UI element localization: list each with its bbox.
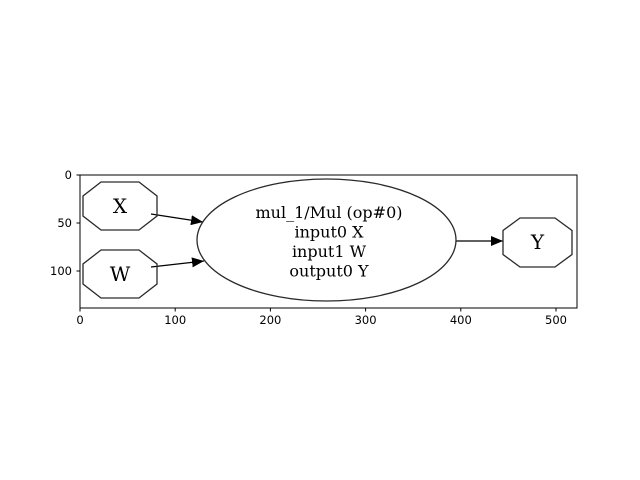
x-tick-label: 200 xyxy=(259,313,281,327)
op-node-title: mul_1/Mul (op#0) xyxy=(256,203,403,222)
node-w-label: W xyxy=(110,262,131,286)
op-node-input0: input0 X xyxy=(294,223,364,242)
node-w-octagon xyxy=(82,249,158,299)
node-x-octagon xyxy=(82,181,158,231)
x-tick-label: 100 xyxy=(164,313,186,327)
node-x-label: X xyxy=(113,194,128,218)
node-w: W xyxy=(82,249,158,299)
graph-edges xyxy=(150,213,503,268)
y-tick-label: 100 xyxy=(50,264,72,278)
x-axis-ticks xyxy=(79,308,557,312)
y-tick-label: 0 xyxy=(65,168,72,182)
x-tick-label: 300 xyxy=(355,313,377,327)
op-node-input1: input1 W xyxy=(292,242,367,261)
node-y: Y xyxy=(502,217,573,268)
op-node-output0: output0 Y xyxy=(289,262,369,281)
x-tick-label: 0 xyxy=(76,313,83,327)
y-axis-tick-labels: 0 50 100 xyxy=(50,168,72,278)
node-y-octagon xyxy=(502,217,573,268)
node-x: X xyxy=(82,181,158,231)
y-tick-label: 50 xyxy=(57,216,72,230)
node-y-label: Y xyxy=(530,230,545,254)
axes-frame xyxy=(79,174,578,309)
node-op: mul_1/Mul (op#0) input0 X input1 W outpu… xyxy=(196,178,457,302)
edge-w-to-op xyxy=(150,257,205,268)
x-axis-tick-labels: 0 100 200 300 400 500 xyxy=(76,313,567,327)
x-tick-label: 400 xyxy=(450,313,472,327)
x-tick-label: 500 xyxy=(545,313,567,327)
op-node-ellipse xyxy=(196,178,457,302)
edge-x-to-op xyxy=(150,213,204,226)
y-axis-ticks xyxy=(76,174,80,272)
